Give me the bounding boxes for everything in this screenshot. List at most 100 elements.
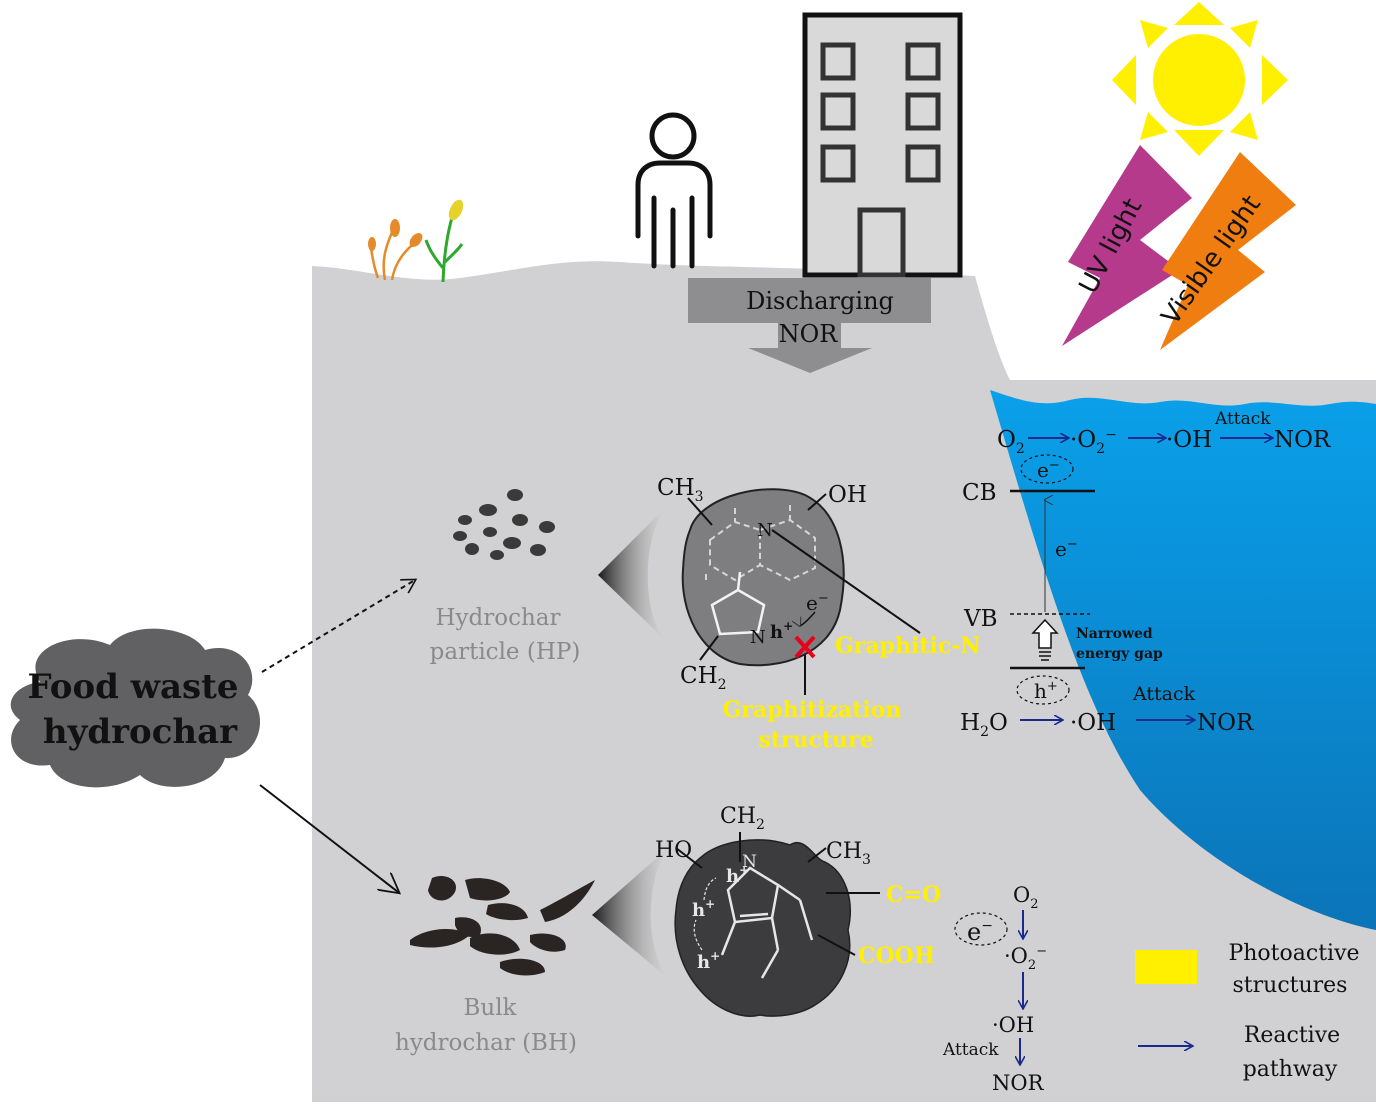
cb-o2-sub: 2 [1016,441,1025,457]
bh-superoxide-sup: − [1036,944,1047,959]
bh-structure-blob [674,839,851,1017]
bh-hole-2: h [692,900,705,921]
svg-text:CH3: CH3 [826,839,871,868]
hp-blocked-icon [794,635,816,659]
svg-text:·O2−: ·O2− [1070,427,1117,457]
vb-h2o-o: O [989,710,1008,736]
bh-ring-structure [720,866,814,979]
vb-hole-sup: + [1047,679,1058,694]
uv-light-bolt [1062,145,1192,346]
svg-text:h+: h+ [1034,679,1058,703]
person-icon [635,112,713,269]
hp-ch3: CH [657,475,695,501]
bh-co-label: C=O [886,882,941,908]
hp-oh-bond [807,493,827,511]
bh-hole-3-sup: + [710,949,720,963]
hp-graphitic-n-pointer [771,529,921,634]
hp-oh: OH [828,482,867,508]
dashed-arrow-to-hp [261,580,415,673]
bh-hole-2-sup: + [705,897,715,911]
cb-superoxide-sup: − [1105,427,1117,443]
vb-oh-radical: ·OH [1070,710,1116,736]
vb-h2o-h: H [960,710,980,736]
hp-ch3-sub: 3 [695,489,704,505]
hp-structure-circle [681,488,845,667]
building-icon [802,12,963,278]
legend-pathway-2: pathway [1243,1057,1338,1082]
bh-hole-1-sup: + [739,863,749,877]
water-body [990,390,1376,930]
bh-label-1: Bulk [463,995,517,1021]
bh-attack-label: Attack [942,1040,999,1060]
bh-zoom-cone [592,848,668,978]
hp-graphitization-label-1: Graphitization [723,697,902,723]
bh-electron: e [967,918,981,946]
band-e: e [1055,537,1067,561]
cb-electron-ring [1020,454,1074,484]
hp-n-top: N [757,520,773,541]
bh-superoxide: ·O [1004,944,1028,968]
svg-text:CH2: CH2 [680,663,727,693]
hp-ch3-bond [687,497,713,526]
hp-graphitic-n-label: Graphitic-N [835,633,981,659]
svg-text:O2: O2 [997,427,1025,457]
svg-text:h+: h+ [726,863,749,887]
hydrochar-particles [453,489,555,560]
svg-text:h+: h+ [770,619,793,643]
gap-narrowing-arrow [1031,618,1059,649]
cb-o2: O [997,427,1016,453]
svg-text:CH3: CH3 [657,475,704,505]
cb-superoxide-sub: 2 [1096,441,1105,457]
bh-ch2: CH [720,804,756,829]
bh-electron-sup: − [981,918,993,934]
cb-superoxide: ·O [1070,427,1096,453]
bh-hole-hop-1 [703,877,717,901]
bh-cooh-label: COOH [858,943,935,969]
hp-ch2-bond [699,635,719,661]
solid-arrow-to-bh [259,784,398,892]
bh-o2: O [1013,883,1030,907]
bh-n: N [742,852,757,872]
bh-ch3-bond [807,847,827,863]
hp-zoom-cone [598,508,665,640]
legend-photoactive-1: Photoactive [1228,941,1359,966]
bh-hole-3: h [697,952,710,973]
bh-ch3-sub: 3 [862,852,871,868]
bh-o2-sub: 2 [1030,897,1038,912]
svg-text:e−: e− [1055,537,1078,561]
svg-text:e−: e− [1037,458,1060,482]
hp-label-2: particle (HP) [430,639,581,665]
hp-graphitization-label-2: structure [758,727,873,753]
bh-ch3: CH [826,839,862,864]
vb-hole: h [1034,679,1047,703]
cb-nor: NOR [1274,427,1331,453]
svg-text:·O2−: ·O2− [1004,944,1047,973]
food-waste-cloud [10,628,261,788]
bh-hole-hop-2 [693,919,703,951]
hp-n-bottom: N [750,627,766,648]
hp-hole-sup: + [783,619,793,633]
discharge-arrow [688,278,931,373]
svg-text:h+: h+ [692,897,715,921]
vb-nor: NOR [1197,710,1254,736]
legend-photoactive-swatch [1135,950,1197,984]
vb-label: VB [963,606,998,632]
svg-text:O2: O2 [1013,883,1039,912]
hp-label-1: Hydrochar [435,605,560,631]
cb-electron: e [1037,458,1049,482]
bh-label-2: hydrochar (BH) [395,1030,577,1056]
bh-superoxide-sub: 2 [1028,958,1036,973]
bh-ch2-sub: 2 [756,817,765,833]
bh-electron-ring [954,912,1008,946]
gap-label-1: Narrowed [1076,626,1153,642]
food-waste-label-2: hydrochar [43,712,238,752]
sun-icon [1112,2,1288,156]
legend-pathway-1: Reactive [1244,1023,1340,1048]
hp-electron-hop [800,611,816,626]
cb-electron-sup: − [1049,458,1060,473]
bh-hole-1: h [726,866,739,887]
cb-label: CB [962,480,997,506]
cb-oh-radical: ·OH [1166,427,1212,453]
